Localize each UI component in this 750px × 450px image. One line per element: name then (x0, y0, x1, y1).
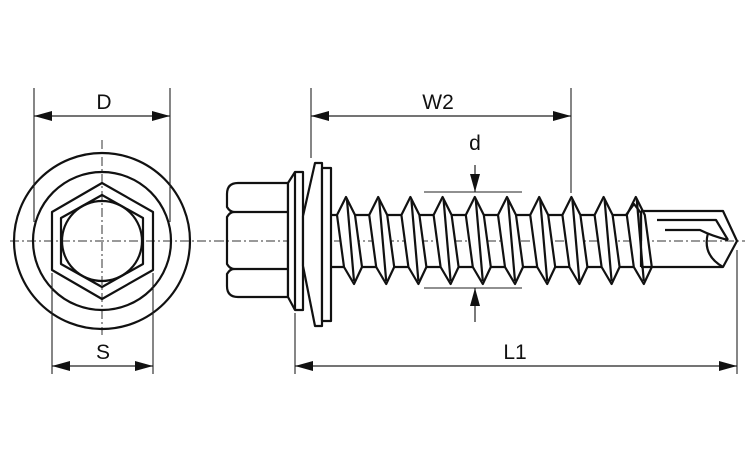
thread-flight-edge (506, 199, 517, 282)
thread-flights (335, 195, 653, 286)
thread-flight-edge (603, 199, 613, 282)
end-view (10, 140, 215, 335)
d-label: d (469, 132, 481, 155)
d-arrow-bottom (470, 288, 480, 306)
L1-label: L1 (503, 341, 526, 364)
S-arrow-left (52, 361, 70, 371)
W2-arrow-right (553, 111, 571, 121)
flange-circle (31, 170, 173, 312)
dimension-D: D (33, 88, 171, 222)
washer-backing-plate (320, 166, 333, 323)
dimension-L1: L1 (294, 250, 738, 374)
W2-arrow-left (311, 111, 329, 121)
washer-outer-circle (12, 151, 192, 331)
hex-inner-outline (59, 193, 145, 289)
dimension-d: d (424, 132, 522, 322)
drill-flute-lower (665, 228, 729, 242)
thread-flight-edge (442, 199, 452, 282)
S-arrow-right (135, 361, 153, 371)
hex-head (225, 181, 290, 299)
D-arrow-left (34, 111, 52, 121)
drill-point (639, 209, 739, 269)
d-arrow-top (470, 174, 480, 192)
D-label: D (96, 91, 111, 114)
thread-flight-edge (378, 199, 388, 282)
dimension-W2: W2 (310, 88, 572, 193)
drill-point-outline (641, 209, 739, 269)
thread-flight-edge (345, 199, 356, 282)
thread-flight-edge (474, 199, 484, 282)
hex-outer-outline (50, 181, 155, 301)
side-view (215, 161, 745, 328)
thread-flight-edge (571, 199, 581, 282)
L1-arrow-right (719, 361, 737, 371)
dimension-S: S (51, 273, 154, 374)
hex-inscribed-circle (60, 199, 144, 283)
sealing-washer (301, 161, 324, 328)
drill-cutting-edge (705, 232, 724, 268)
S-label: S (96, 341, 110, 364)
thread-flight-edge (539, 199, 549, 282)
L1-arrow-left (295, 361, 313, 371)
drill-flute-upper (657, 218, 729, 241)
W2-label: W2 (422, 91, 454, 114)
D-arrow-right (152, 111, 170, 121)
thread-flight-edge (410, 199, 420, 282)
hex-head-outline (225, 181, 288, 299)
